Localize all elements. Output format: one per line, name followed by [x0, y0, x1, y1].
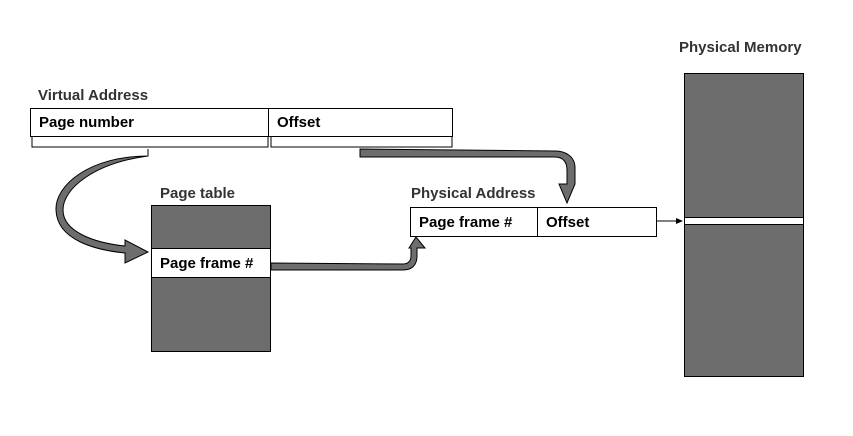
- virtual-offset-field: Offset: [268, 108, 453, 137]
- physical-memory-frame: [684, 217, 804, 225]
- page-table-block: [151, 205, 271, 352]
- physical-memory-title: Physical Memory: [679, 39, 802, 56]
- physical-address-to-memory-arrowhead: [676, 218, 683, 224]
- offset-bracket: [270, 137, 453, 148]
- physical-offset-field: Offset: [537, 207, 657, 237]
- physical-address-title: Physical Address: [411, 185, 536, 202]
- physical-memory-block: [684, 73, 804, 377]
- virtual-page-number-field: Page number: [30, 108, 269, 137]
- physical-page-frame-field: Page frame #: [410, 207, 538, 237]
- page-table-entry: Page frame #: [151, 248, 271, 278]
- page-number-to-page-table-arrow: [55, 149, 150, 264]
- page-number-bracket: [31, 137, 269, 148]
- offset-to-physical-offset-arrow: [359, 148, 576, 205]
- virtual-address-title: Virtual Address: [38, 87, 149, 104]
- page-table-to-physical-frame-arrow: [270, 236, 427, 271]
- page-table-title: Page table: [160, 185, 236, 202]
